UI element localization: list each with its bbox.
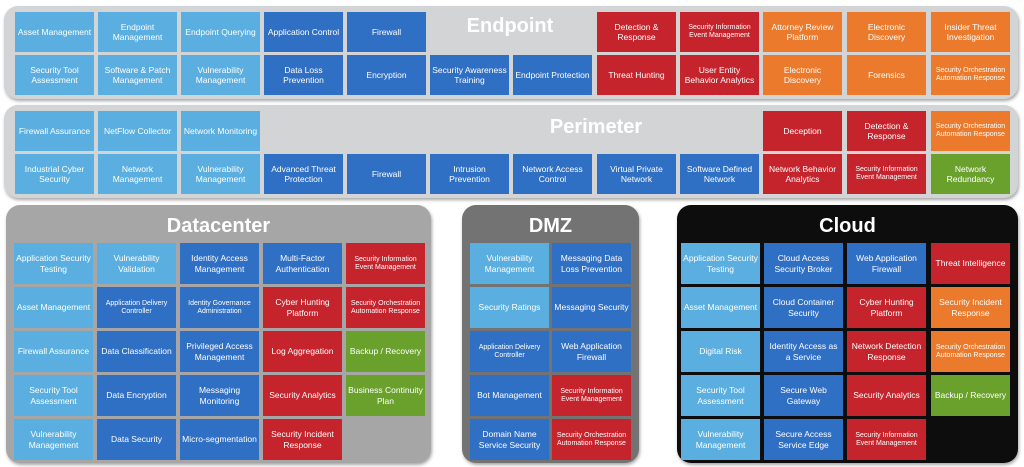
datacenter-tile-data-classification: Data Classification xyxy=(97,331,176,372)
dmz-title: DMZ xyxy=(528,215,573,237)
endpoint-tile-electronic-discovery: Electronic Discovery xyxy=(847,12,926,52)
perimeter-tile-virtual-private-network: Virtual Private Network xyxy=(597,154,676,194)
endpoint-tile-firewall: Firewall xyxy=(347,12,426,52)
cloud-tile-threat-intelligence: Threat Intelligence xyxy=(931,243,1010,284)
datacenter-tile-identity-governance-administration: Identity Governance Administration xyxy=(180,287,259,328)
perimeter-tile-vulnerability-management: Vulnerability Management xyxy=(181,154,260,194)
datacenter-tile-security-tool-assessment: Security Tool Assessment xyxy=(14,375,93,416)
dmz-tile-application-delivery-controller: Application Delivery Controller xyxy=(470,331,549,372)
dmz-tile-messaging-data-loss-prevention: Messaging Data Loss Prevention xyxy=(552,243,631,284)
cloud-tile-vulnerability-management: Vulnerability Management xyxy=(681,419,760,460)
dmz-tile-domain-name-service-security: Domain Name Service Security xyxy=(470,419,549,460)
endpoint-tile-forensics: Forensics xyxy=(847,55,926,95)
perimeter-tile-industrial-cyber-security: Industrial Cyber Security xyxy=(15,154,94,194)
cloud-tile-security-orchestration-automation-response: Security Orchestration Automation Respon… xyxy=(931,331,1010,372)
perimeter-tile-detection-response: Detection & Response xyxy=(847,111,926,151)
perimeter-tile-network-monitoring: Network Monitoring xyxy=(181,111,260,151)
endpoint-tile-electronic-discovery: Electronic Discovery xyxy=(763,55,842,95)
cloud-tile-identity-access-as-a-service: Identity Access as a Service xyxy=(764,331,843,372)
cloud-tile-asset-management: Asset Management xyxy=(681,287,760,328)
dmz-tile-bot-management: Bot Management xyxy=(470,375,549,416)
endpoint-tile-security-awareness-training: Security Awareness Training xyxy=(430,55,509,95)
dmz-tile-vulnerability-management: Vulnerability Management xyxy=(470,243,549,284)
datacenter-tile-messaging-monitoring: Messaging Monitoring xyxy=(180,375,259,416)
cloud-title: Cloud xyxy=(819,215,876,237)
datacenter-tile-backup-recovery: Backup / Recovery xyxy=(346,331,425,372)
perimeter-tile-intrusion-prevention: Intrusion Prevention xyxy=(430,154,509,194)
dmz-tile-messaging-security: Messaging Security xyxy=(552,287,631,328)
datacenter-tile-application-delivery-controller: Application Delivery Controller xyxy=(97,287,176,328)
datacenter-tile-security-analytics: Security Analytics xyxy=(263,375,342,416)
perimeter-tile-netflow-collector: NetFlow Collector xyxy=(98,111,177,151)
cloud-tile-web-application-firewall: Web Application Firewall xyxy=(847,243,926,284)
endpoint-tile-data-loss-prevention: Data Loss Prevention xyxy=(264,55,343,95)
endpoint-tile-security-tool-assessment: Security Tool Assessment xyxy=(15,55,94,95)
dmz-tile-security-orchestration-automation-response: Security Orchestration Automation Respon… xyxy=(552,419,631,460)
endpoint-tile-security-information-event-management: Security Information Event Management xyxy=(680,12,759,52)
cloud-tile-cloud-container-security: Cloud Container Security xyxy=(764,287,843,328)
dmz-tile-security-ratings: Security Ratings xyxy=(470,287,549,328)
endpoint-tile-threat-hunting: Threat Hunting xyxy=(597,55,676,95)
perimeter-tile-security-information-event-management: Security Information Event Management xyxy=(847,154,926,194)
datacenter-tile-security-information-event-management: Security Information Event Management xyxy=(346,243,425,284)
endpoint-tile-detection-response: Detection & Response xyxy=(597,12,676,52)
endpoint-tile-encryption: Encryption xyxy=(347,55,426,95)
perimeter-tile-network-behavior-analytics: Network Behavior Analytics xyxy=(763,154,842,194)
cloud-tile-digital-risk: Digital Risk xyxy=(681,331,760,372)
cloud-tile-secure-access-service-edge: Secure Access Service Edge xyxy=(764,419,843,460)
cloud-tile-network-detection-response: Network Detection Response xyxy=(847,331,926,372)
perimeter-tile-software-defined-network: Software Defined Network xyxy=(680,154,759,194)
perimeter-tile-network-redundancy: Network Redundancy xyxy=(931,154,1010,194)
datacenter-tile-vulnerability-validation: Vulnerability Validation xyxy=(97,243,176,284)
cloud-tile-secure-web-gateway: Secure Web Gateway xyxy=(764,375,843,416)
dmz-tile-web-application-firewall: Web Application Firewall xyxy=(552,331,631,372)
endpoint-tile-attorney-review-platform: Attorney Review Platform xyxy=(763,12,842,52)
endpoint-tile-asset-management: Asset Management xyxy=(15,12,94,52)
endpoint-tile-endpoint-management: Endpoint Management xyxy=(98,12,177,52)
perimeter-tile-network-management: Network Management xyxy=(98,154,177,194)
datacenter-tile-data-security: Data Security xyxy=(97,419,176,460)
cloud-tile-security-analytics: Security Analytics xyxy=(847,375,926,416)
perimeter-tile-deception: Deception xyxy=(763,111,842,151)
datacenter-tile-log-aggregation: Log Aggregation xyxy=(263,331,342,372)
endpoint-tile-user-entity-behavior-analytics: User Entity Behavior Analytics xyxy=(680,55,759,95)
endpoint-tile-vulnerability-management: Vulnerability Management xyxy=(181,55,260,95)
datacenter-tile-identity-access-management: Identity Access Management xyxy=(180,243,259,284)
datacenter-tile-privileged-access-management: Privileged Access Management xyxy=(180,331,259,372)
perimeter-tile-firewall-assurance: Firewall Assurance xyxy=(15,111,94,151)
datacenter-tile-application-security-testing: Application Security Testing xyxy=(14,243,93,284)
perimeter-tile-firewall: Firewall xyxy=(347,154,426,194)
datacenter-tile-data-encryption: Data Encryption xyxy=(97,375,176,416)
cloud-tile-backup-recovery: Backup / Recovery xyxy=(931,375,1010,416)
datacenter-tile-asset-management: Asset Management xyxy=(14,287,93,328)
endpoint-tile-security-orchestration-automation-response: Security Orchestration Automation Respon… xyxy=(931,55,1010,95)
cloud-tile-cyber-hunting-platform: Cyber Hunting Platform xyxy=(847,287,926,328)
dmz-tile-security-information-event-management: Security Information Event Management xyxy=(552,375,631,416)
datacenter-tile-vulnerability-management: Vulnerability Management xyxy=(14,419,93,460)
datacenter-tile-cyber-hunting-platform: Cyber Hunting Platform xyxy=(263,287,342,328)
endpoint-title: Endpoint xyxy=(466,15,554,37)
cloud-tile-security-information-event-management: Security Information Event Management xyxy=(847,419,926,460)
perimeter-tile-advanced-threat-protection: Advanced Threat Protection xyxy=(264,154,343,194)
cloud-tile-application-security-testing: Application Security Testing xyxy=(681,243,760,284)
perimeter-title: Perimeter xyxy=(549,116,643,138)
perimeter-tile-network-access-control: Network Access Control xyxy=(513,154,592,194)
cloud-tile-security-incident-response: Security Incident Response xyxy=(931,287,1010,328)
perimeter-tile-security-orchestration-automation-response: Security Orchestration Automation Respon… xyxy=(931,111,1010,151)
datacenter-tile-security-orchestration-automation-response: Security Orchestration Automation Respon… xyxy=(346,287,425,328)
cloud-tile-security-tool-assessment: Security Tool Assessment xyxy=(681,375,760,416)
datacenter-tile-business-continuity-plan: Business Continuity Plan xyxy=(346,375,425,416)
endpoint-tile-application-control: Application Control xyxy=(264,12,343,52)
datacenter-tile-multi-factor-authentication: Multi-Factor Authentication xyxy=(263,243,342,284)
datacenter-tile-security-incident-response: Security Incident Response xyxy=(263,419,342,460)
endpoint-tile-software-patch-management: Software & Patch Management xyxy=(98,55,177,95)
datacenter-tile-micro-segmentation: Micro-segmentation xyxy=(180,419,259,460)
datacenter-tile-firewall-assurance: Firewall Assurance xyxy=(14,331,93,372)
cloud-tile-cloud-access-security-broker: Cloud Access Security Broker xyxy=(764,243,843,284)
endpoint-tile-endpoint-protection: Endpoint Protection xyxy=(513,55,592,95)
endpoint-tile-endpoint-querying: Endpoint Querying xyxy=(181,12,260,52)
endpoint-tile-insider-threat-investigation: Insider Threat Investigation xyxy=(931,12,1010,52)
datacenter-title: Datacenter xyxy=(166,215,271,237)
